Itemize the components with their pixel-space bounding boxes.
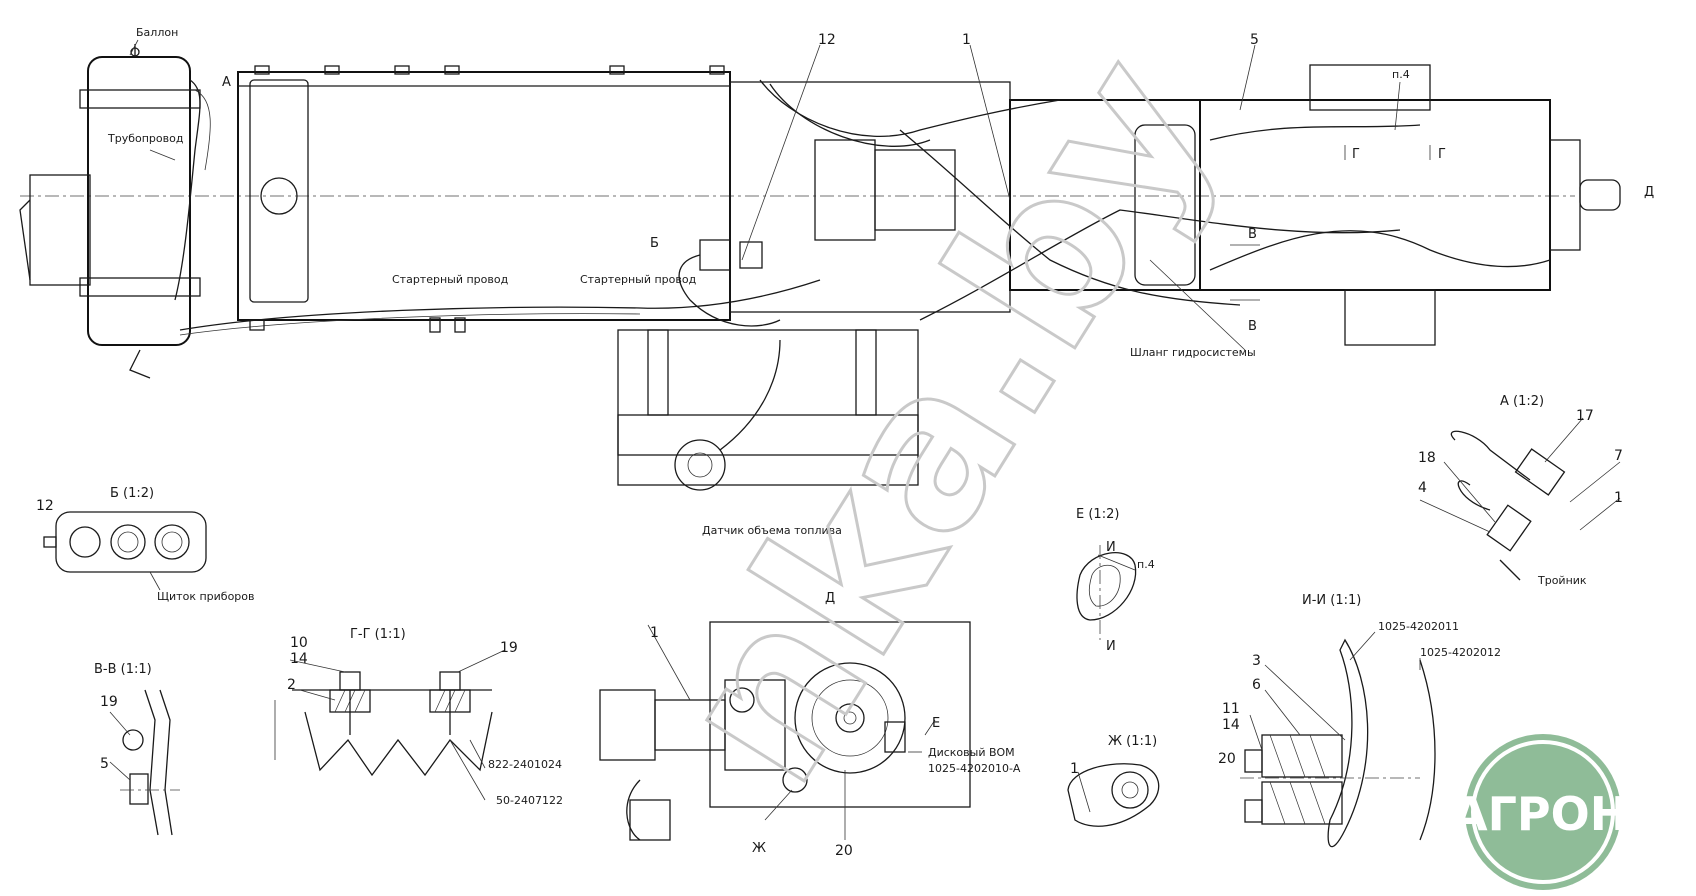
starter-wire-label-1: Стартерный провод	[392, 273, 509, 286]
view-zh	[1067, 763, 1160, 827]
callout-14-a: 14	[290, 651, 308, 667]
callout-20-a: 20	[1218, 751, 1236, 767]
view-d-title: Д	[825, 591, 835, 606]
callout-10: 10	[290, 635, 308, 651]
view-arrow-v1: В	[1248, 227, 1257, 242]
section-vv-title: В-В (1:1)	[94, 662, 152, 677]
section-ii	[1240, 631, 1436, 848]
view-arrow-e: Е	[932, 716, 940, 731]
view-arrow-b: Б	[650, 236, 659, 251]
view-arrow-g1: Г	[1352, 147, 1360, 162]
callout-12-b: 12	[36, 498, 54, 514]
part-code-4202010: 1025-4202010-А	[928, 762, 1021, 775]
view-a-tee	[1419, 417, 1621, 581]
callout-12: 12	[818, 32, 836, 48]
callout-18: 18	[1418, 450, 1436, 466]
ballon-label: Баллон	[136, 26, 178, 39]
callout-6: 6	[1252, 677, 1261, 693]
disc-pto-label: Дисковый ВОМ	[928, 746, 1015, 759]
callout-1: 1	[962, 32, 971, 48]
callout-11: 11	[1222, 701, 1240, 717]
part-code-50: 50-2407122	[496, 794, 563, 807]
section-vv	[109, 689, 180, 836]
view-a-title: А (1:2)	[1500, 394, 1544, 409]
callout-5-b: 5	[100, 756, 109, 772]
section-gg-title: Г-Г (1:1)	[350, 627, 406, 642]
agronka-logo: АГРОНКА	[1452, 734, 1696, 890]
view-d-pto	[599, 621, 971, 841]
starter-wire-label-2: Стартерный провод	[580, 273, 697, 286]
part-code-822: 822-2401024	[488, 758, 562, 771]
callout-17: 17	[1576, 408, 1594, 424]
view-arrow-d: Д	[1644, 185, 1654, 200]
callout-1-a: 1	[1614, 490, 1623, 506]
part-code-4202011: 1025-4202011	[1378, 620, 1459, 633]
callout-19-a: 19	[500, 640, 518, 656]
section-i-bottom: И	[1106, 639, 1116, 654]
view-arrow-zh: Ж	[752, 841, 766, 856]
view-b-instrument-panel	[43, 511, 207, 591]
view-e-title: Е (1:2)	[1076, 507, 1119, 522]
callout-4: 4	[1418, 480, 1427, 496]
hydraulic-hose-label: Шланг гидросистемы	[1130, 346, 1256, 359]
view-arrow-v2: В	[1248, 319, 1257, 334]
callout-5: 5	[1250, 32, 1259, 48]
callout-14-b: 14	[1222, 717, 1240, 733]
section-i-top: И	[1106, 540, 1116, 555]
part-code-4202012: 1025-4202012	[1420, 646, 1501, 659]
tee-label: Тройник	[1537, 574, 1587, 587]
view-zh-title: Ж (1:1)	[1108, 734, 1157, 749]
callout-2: 2	[287, 677, 296, 693]
callout-1-d: 1	[650, 625, 659, 641]
callout-20-b: 20	[835, 843, 853, 859]
nka-watermark: nka.by	[630, 16, 1261, 822]
instrument-panel-label: Щиток приборов	[157, 590, 255, 603]
callout-p4-e: п.4	[1137, 558, 1155, 571]
callout-3: 3	[1252, 653, 1261, 669]
logo-circle	[1465, 734, 1621, 890]
section-ii-title: И-И (1:1)	[1302, 593, 1361, 608]
section-gg	[274, 649, 506, 801]
view-e	[1076, 545, 1137, 640]
view-b-title: Б (1:2)	[110, 486, 154, 501]
fuel-sensor-label: Датчик объема топлива	[702, 524, 842, 537]
main-assembly	[19, 39, 1621, 491]
logo-text: АГРОНКА	[1452, 787, 1696, 841]
callout-p4: п.4	[1392, 68, 1410, 81]
view-arrow-a: А	[222, 75, 231, 90]
pipe-label: Трубопровод	[107, 132, 184, 145]
callout-1-zh: 1	[1070, 761, 1079, 777]
view-arrow-g2: Г	[1438, 147, 1446, 162]
callout-19-b: 19	[100, 694, 118, 710]
callout-7: 7	[1614, 448, 1623, 464]
